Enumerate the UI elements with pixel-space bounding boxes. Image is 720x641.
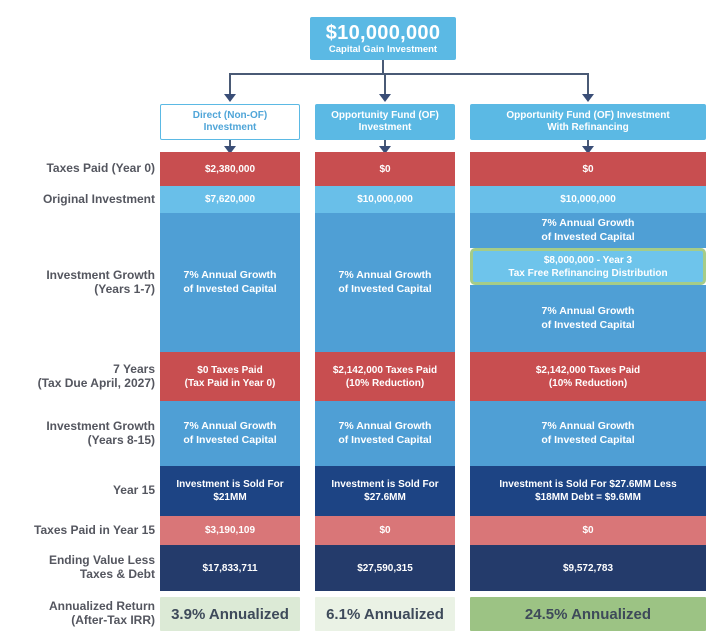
connector-header-stub [384,140,386,147]
connector-branch-left [229,73,231,94]
segment-growth-years-8-15: 7% Annual Growth of Invested Capital [315,401,455,466]
row-label-original-investment: Original Investment [42,191,155,206]
segment-growth-years-1-7: 7% Annual Growth of Invested Capital [160,213,300,352]
segment-growth-years-1-7-pre: 7% Annual Growth of Invested Capital [470,213,706,248]
connector-vertical-line [382,60,384,74]
segment-ending-value: $17,833,711 [160,545,300,591]
segment-taxes-year15: $3,190,109 [160,516,300,545]
annualized-return-direct: 3.9% Annualized [160,597,300,631]
arrow-down-icon [379,146,391,154]
capital-gain-investment-box: $10,000,000 Capital Gain Investment [310,17,456,60]
segment-taxes-year15: $0 [470,516,706,545]
segment-original-investment: $10,000,000 [470,186,706,213]
segment-taxes-year0: $2,380,000 [160,152,300,186]
segment-taxes-year0: $0 [470,152,706,186]
segment-original-investment: $7,620,000 [160,186,300,213]
segment-ending-value: $27,590,315 [315,545,455,591]
connector-header-stub [229,140,231,147]
arrow-down-icon [582,146,594,154]
segment-seven-year-taxes: $2,142,000 Taxes Paid (10% Reduction) [470,352,706,401]
segment-growth-years-8-15: 7% Annual Growth of Invested Capital [470,401,706,466]
row-label-year-15: Year 15 [112,483,155,498]
capital-gain-subtitle: Capital Gain Investment [328,43,438,55]
arrow-down-icon [582,94,594,102]
arrow-down-icon [379,94,391,102]
arrow-down-icon [224,94,236,102]
annualized-return-opportunity-fund: 6.1% Annualized [315,597,455,631]
connector-branch-right [587,73,589,94]
segment-year-15-sale: Investment is Sold For $27.6MM Less $18M… [470,466,706,516]
capital-gain-amount: $10,000,000 [325,21,441,44]
connector-branch-center [384,73,386,94]
segment-seven-year-taxes: $2,142,000 Taxes Paid (10% Reduction) [315,352,455,401]
segment-seven-year-taxes: $0 Taxes Paid (Tax Paid in Year 0) [160,352,300,401]
row-label-growth-years-8-15: Investment Growth (Years 8-15) [46,418,155,447]
column-header-direct: Direct (Non-OF) Investment [160,104,300,140]
annualized-return-refinancing: 24.5% Annualized [470,597,706,631]
segment-year-15-sale: Investment is Sold For $27.6MM [315,466,455,516]
connector-header-stub [587,140,589,147]
column-header-opportunity-fund: Opportunity Fund (OF) Investment [315,104,455,140]
segment-year-15-sale: Investment is Sold For $21MM [160,466,300,516]
segment-growth-years-1-7: 7% Annual Growth of Invested Capital [315,213,455,352]
segment-refinancing-distribution: $8,000,000 - Year 3 Tax Free Refinancing… [470,248,706,285]
column-opportunity-fund: $0 $10,000,000 7% Annual Growth of Inves… [315,152,455,591]
row-label-annualized-return: Annualized Return (After-Tax IRR) [48,599,155,627]
segment-growth-years-1-7-post: 7% Annual Growth of Invested Capital [470,285,706,352]
segment-growth-years-8-15: 7% Annual Growth of Invested Capital [160,401,300,466]
row-label-taxes-year15: Taxes Paid in Year 15 [34,522,155,537]
column-direct: $2,380,000 $7,620,000 7% Annual Growth o… [160,152,300,591]
segment-taxes-year0: $0 [315,152,455,186]
row-label-growth-years-1-7: Investment Growth (Years 1-7) [46,267,155,296]
row-label-ending-value: Ending Value Less Taxes & Debt [48,553,155,581]
segment-ending-value: $9,572,783 [470,545,706,591]
row-label-seven-years: 7 Years (Tax Due April, 2027) [37,361,155,390]
segment-original-investment: $10,000,000 [315,186,455,213]
arrow-down-icon [224,146,236,154]
row-label-taxes-year0: Taxes Paid (Year 0) [46,161,155,176]
connector-horizontal-line [229,73,589,75]
segment-taxes-year15: $0 [315,516,455,545]
column-header-opportunity-fund-refinancing: Opportunity Fund (OF) Investment With Re… [470,104,706,140]
column-opportunity-fund-refinancing: $0 $10,000,000 7% Annual Growth of Inves… [470,152,706,591]
